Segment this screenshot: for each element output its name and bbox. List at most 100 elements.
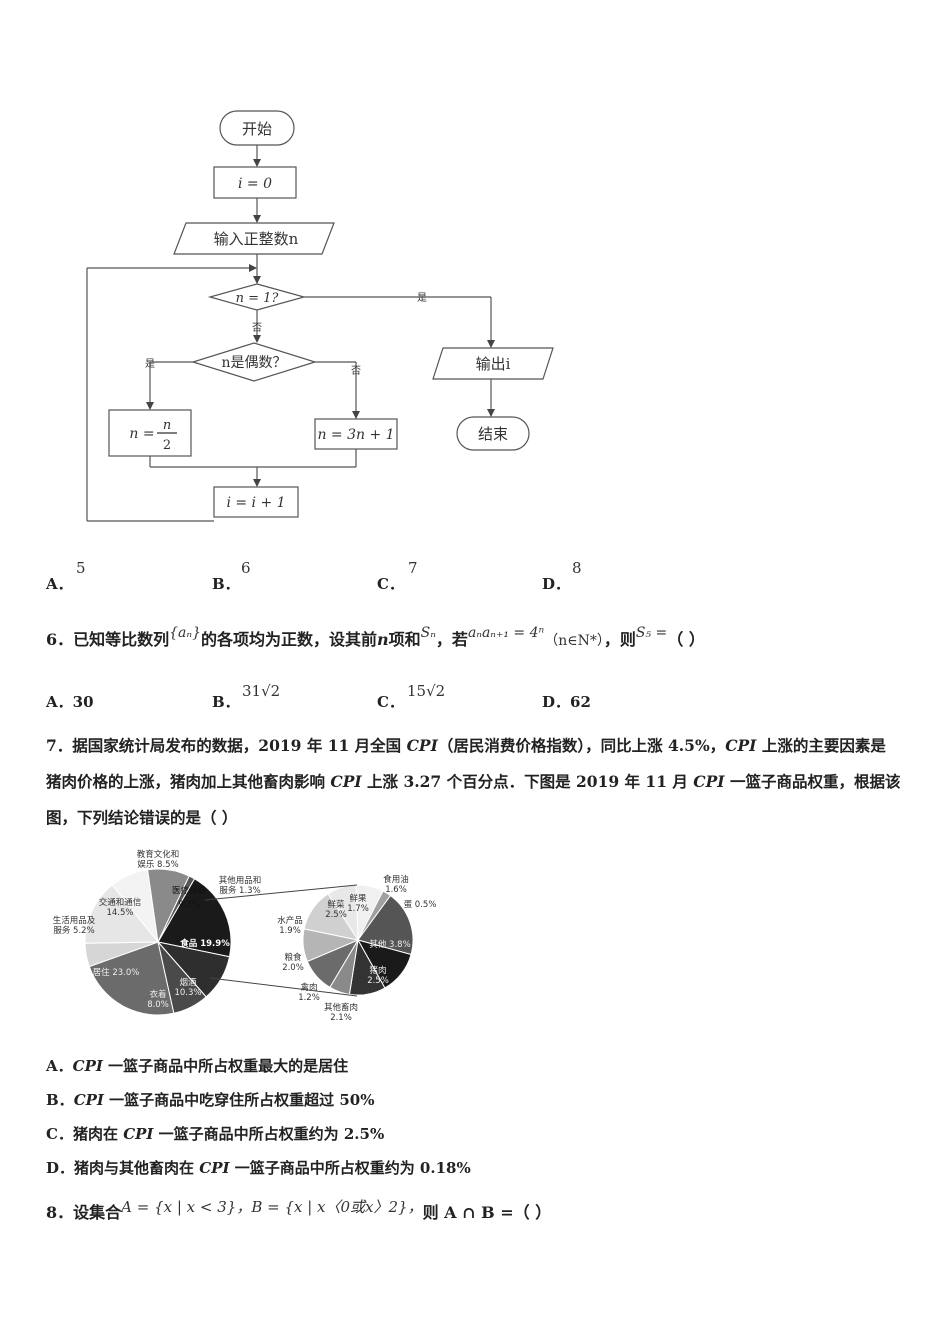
q5-option-d-value: 8 xyxy=(572,559,582,577)
connector-top xyxy=(204,884,358,901)
end-terminator xyxy=(456,416,530,451)
label-education-1: 教育文化和 xyxy=(137,849,180,860)
q7-line-2-cpi-2: CPI xyxy=(693,772,725,791)
increment-box xyxy=(213,486,299,518)
q8-stem: 8．设集合A = {x | x < 3}，B = {x | x〈0或x〉2}，则… xyxy=(46,1195,551,1231)
label-veg-2: 2.5% xyxy=(325,910,347,920)
label-other-2: 服务 1.3% xyxy=(219,885,260,896)
connector-bottom xyxy=(209,977,358,997)
q6-option-d: D．62 xyxy=(542,691,591,712)
label-other-food: 其他 3.8% xyxy=(369,939,410,950)
label-fruit-1: 鲜果 xyxy=(349,893,367,904)
q7-option-b-label: B． xyxy=(46,1091,74,1109)
cond2-label: n是偶数？ xyxy=(221,355,286,371)
q6-option-c-label: C． xyxy=(377,693,404,711)
q5-option-a-label: A． xyxy=(46,575,73,593)
pie-food xyxy=(302,884,414,996)
q6-option-c: C． 15√2 xyxy=(377,682,445,712)
label-clothing-2: 8.0% xyxy=(147,1000,169,1010)
q7-option-a-text: 一篮子商品中所占权重最大的是居住 xyxy=(102,1057,349,1075)
q8-set-a: A = {x | x < 3}， xyxy=(121,1198,252,1216)
input-parallelogram xyxy=(173,222,335,255)
q7-option-d-text: 一篮子商品中所占权重约为 0.18% xyxy=(229,1159,471,1177)
q5-option-b-value: 6 xyxy=(241,559,251,577)
label-aquatic-2: 1.9% xyxy=(279,926,301,936)
label-pork-2: 2.5% xyxy=(367,976,389,986)
q6-n: n xyxy=(377,630,389,649)
q5-option-c: C． 7 xyxy=(377,559,418,594)
cond2-yes-label: 是 xyxy=(145,358,155,370)
half-den-label: 2 xyxy=(163,438,171,453)
init-box xyxy=(213,166,297,199)
flowchart: 开始 i = 0 输入正整数n n = 1? 是 否 n是偶数？ 是 否 n =… xyxy=(86,110,554,522)
triple-label: n = 3n + 1 xyxy=(317,427,394,443)
pie-slice-food_breakdown-2 xyxy=(357,894,414,956)
q7-line-3: 图，下列结论错误的是（ ） xyxy=(46,808,238,827)
q7-option-b-cpi: CPI xyxy=(73,1091,104,1109)
q6-option-d-label: D． xyxy=(542,693,571,711)
cond1-yes-label: 是 xyxy=(417,292,427,304)
label-fruit-2: 1.7% xyxy=(347,904,369,914)
q7-line-1-c: （居民消费价格指数），同比上涨 4.5%， xyxy=(437,736,726,755)
label-othermeat-1: 其他畜肉 xyxy=(324,1002,358,1013)
label-oil-2: 1.6% xyxy=(385,885,407,895)
label-transport-1: 交通和通信 xyxy=(99,897,142,908)
q6-option-c-value: 15√2 xyxy=(407,682,446,700)
increment-label: i = i + 1 xyxy=(226,495,285,511)
q6-option-a-value: 30 xyxy=(72,693,94,711)
q7-option-b-text: 一篮子商品中吃穿住所占权重超过 50% xyxy=(103,1091,375,1109)
q6-stem: 6．已知等比数列{aₙ}的各项均为正数，设其前n项和Sₙ，若aₙaₙ₊₁ = 4… xyxy=(46,622,705,659)
label-household-1: 生活用品及 xyxy=(53,915,96,926)
label-tobacco-1: 烟酒 xyxy=(179,978,197,988)
half-num-label: n xyxy=(163,418,171,433)
q6-seq: {aₙ} xyxy=(169,625,201,641)
q5-option-c-label: C． xyxy=(377,575,404,593)
q5-option-b-label: B． xyxy=(212,575,240,593)
q6-text-1: 6．已知等比数列 xyxy=(46,630,170,649)
label-transport-2: 14.5% xyxy=(106,908,133,918)
q7-option-c-pre: 猪肉在 xyxy=(72,1125,124,1143)
half-left-label: n = xyxy=(129,426,154,442)
q6-option-d-value: 62 xyxy=(570,693,591,711)
label-grain-2: 2.0% xyxy=(282,963,304,973)
q6-domain: （n∈N*） xyxy=(544,633,604,649)
q7-option-a-label: A． xyxy=(46,1057,73,1075)
q7-line-2-cpi: CPI xyxy=(330,772,362,791)
q6-s5: S₅ = xyxy=(635,625,668,641)
q6-condition: aₙaₙ₊₁ = 4ⁿ xyxy=(467,625,545,641)
label-poultry-2: 1.2% xyxy=(298,993,320,1003)
q7-option-b: B．CPI 一篮子商品中吃穿住所占权重超过 50% xyxy=(46,1089,375,1110)
half-box xyxy=(108,409,192,457)
label-oil-1: 食用油 xyxy=(383,874,409,885)
init-label: i = 0 xyxy=(238,176,272,192)
cond2-diamond xyxy=(190,342,318,382)
q8-set-b: B = {x | x〈0或x〉2}， xyxy=(251,1198,423,1216)
pie-slice-main-5 xyxy=(84,884,160,944)
q7-option-c-cpi: CPI xyxy=(123,1125,154,1143)
q7-line-1-a: 7．据国家统计局发布的数据，2019 年 11 月全国 xyxy=(46,736,407,755)
label-othermeat-2: 2.1% xyxy=(330,1013,352,1023)
label-education-2: 娱乐 8.5% xyxy=(137,859,178,870)
label-other-1: 其他用品和 xyxy=(219,875,262,886)
q7-line-1-cpi: CPI xyxy=(406,736,438,755)
end-label: 结束 xyxy=(478,425,508,443)
label-veg-1: 鲜菜 xyxy=(327,899,345,910)
q7-option-a: A．CPI 一篮子商品中所占权重最大的是居住 xyxy=(46,1055,348,1076)
q7-option-c-label: C． xyxy=(46,1125,73,1143)
q6-option-b: B． 31√2 xyxy=(212,682,280,712)
q6-option-b-label: B． xyxy=(212,693,240,711)
q6-sn: Sₙ xyxy=(420,625,436,641)
q5-option-c-value: 7 xyxy=(408,559,418,577)
q7-option-c: C．猪肉在 CPI 一篮子商品中所占权重约为 2.5% xyxy=(46,1123,384,1144)
output-parallelogram xyxy=(432,347,554,380)
pie-slice-main-0 xyxy=(157,878,232,958)
pie-main xyxy=(84,868,232,1016)
q5-option-a: A． 5 xyxy=(46,559,86,594)
label-food: 食品 19.9% xyxy=(180,938,230,949)
q8-label: 8．设集合 xyxy=(46,1203,122,1222)
label-aquatic-1: 水产品 xyxy=(277,915,303,926)
q6-text-6: （ ） xyxy=(667,630,705,649)
cond2-no-label: 否 xyxy=(351,365,361,377)
q7-line-1-e: 上涨的主要因素是 xyxy=(756,736,886,755)
q7-option-d-label: D． xyxy=(46,1159,75,1177)
